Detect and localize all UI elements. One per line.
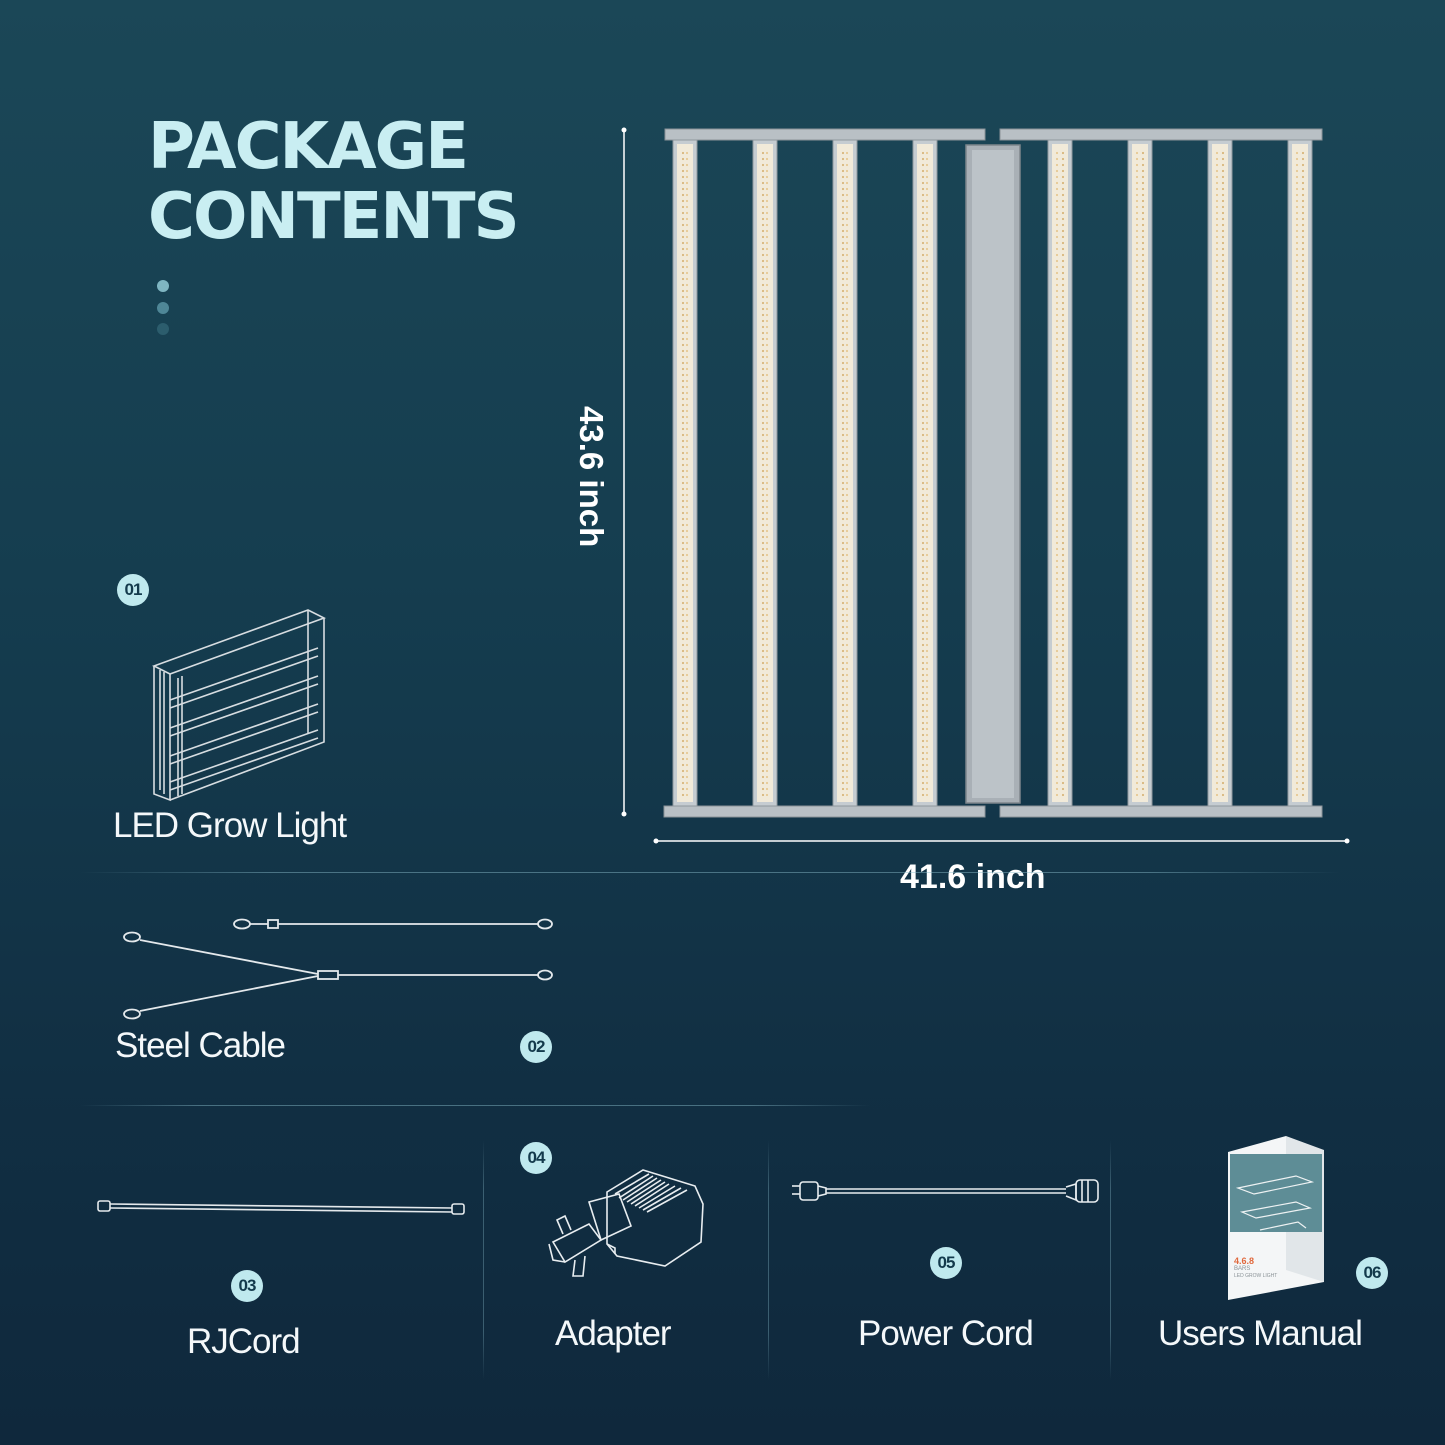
item-01-label: LED Grow Light — [113, 806, 347, 845]
height-dimension-label: 43.6 inch — [573, 406, 610, 548]
item-04-label: Adapter — [555, 1314, 672, 1353]
led-bar — [912, 139, 938, 807]
steel-cable-icon — [123, 918, 553, 1020]
decorative-dot — [157, 323, 169, 335]
users-manual-icon: 4.6.8 BARS LED GROW LIGHT — [1226, 1132, 1326, 1302]
manual-cover-product: LED GROW LIGHT — [1234, 1273, 1278, 1279]
item-04-badge: 04 — [520, 1142, 552, 1174]
led-bar — [752, 139, 778, 807]
column-divider — [768, 1140, 769, 1380]
grow-light-front-view — [621, 127, 1350, 844]
led-bar — [1287, 139, 1313, 807]
manual-cover-subtitle: BARS — [1234, 1266, 1251, 1272]
led-bar — [832, 139, 858, 807]
decorative-dot — [157, 280, 169, 292]
title-line-1: PACKAGE — [148, 110, 469, 184]
adapter-icon — [548, 1169, 704, 1277]
led-bar — [1127, 139, 1153, 807]
column-divider — [1110, 1140, 1111, 1380]
led-bar — [672, 139, 698, 807]
led-grow-light-icon — [151, 609, 327, 802]
item-02-label: Steel Cable — [115, 1026, 286, 1065]
decorative-dot — [157, 302, 169, 314]
item-01-badge: 01 — [117, 574, 149, 606]
led-bars — [672, 139, 1313, 807]
item-02-badge: 02 — [520, 1031, 552, 1063]
page-title: PACKAGE CONTENTS — [148, 110, 520, 254]
item-06-badge: 06 — [1356, 1257, 1388, 1289]
led-bar — [1047, 139, 1073, 807]
column-divider — [483, 1140, 484, 1380]
item-03-label: RJCord — [187, 1322, 301, 1361]
led-bar — [1207, 139, 1233, 807]
width-dimension-label: 41.6 inch — [900, 858, 1046, 896]
power-cord-icon — [792, 1179, 1099, 1203]
manual-cover-series: 4.6.8 — [1234, 1256, 1255, 1266]
title-line-2: CONTENTS — [148, 180, 520, 254]
item-05-badge: 05 — [930, 1247, 962, 1279]
item-06-label: Users Manual — [1158, 1314, 1363, 1353]
section-divider — [80, 872, 1340, 873]
item-05-label: Power Cord — [858, 1314, 1034, 1353]
item-03-badge: 03 — [231, 1270, 263, 1302]
section-divider — [80, 1105, 870, 1106]
rj-cord-icon — [97, 1200, 465, 1215]
